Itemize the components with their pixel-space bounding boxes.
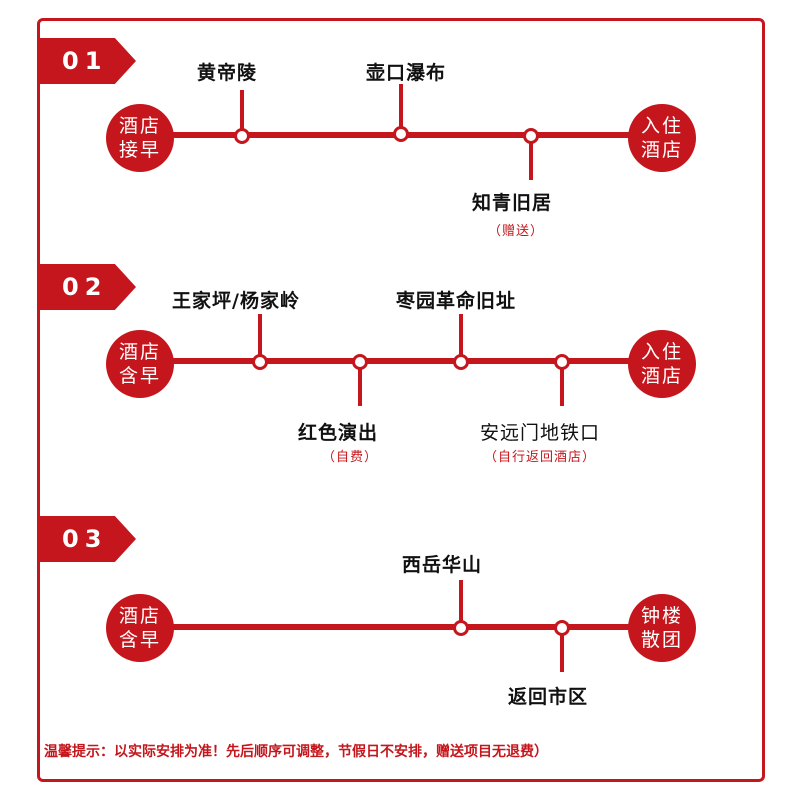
start-node-line1: 酒店 (118, 115, 161, 137)
stop-dot (393, 126, 409, 142)
stop-note: （赠送） (488, 224, 545, 239)
route-tag: 03 (40, 516, 136, 562)
stop-dot (234, 128, 250, 144)
stop-note: （自行返回酒店） (484, 450, 597, 465)
start-node-line1: 酒店 (118, 605, 161, 627)
stop-dot (554, 354, 570, 370)
stop-label-bottom: 红色演出 (298, 422, 379, 444)
stop-stem (459, 580, 463, 624)
route-tag: 01 (40, 38, 136, 84)
stop-stem (399, 84, 403, 132)
stop-dot (554, 620, 570, 636)
stop-stem (529, 136, 533, 180)
end-node-line1: 入住 (640, 115, 683, 137)
stop-stem (459, 314, 463, 358)
end-node-line1: 入住 (640, 341, 683, 363)
end-node: 入住 酒店 (628, 330, 696, 398)
stop-note: （自费） (322, 450, 379, 465)
stop-label-top: 西岳华山 (402, 554, 483, 576)
route-line (140, 624, 660, 630)
start-node-line2: 含早 (118, 365, 161, 387)
stop-stem (258, 314, 262, 358)
route-line (140, 358, 660, 364)
start-node: 酒店 接早 (106, 104, 174, 172)
stop-label-bottom: 知青旧居 (472, 192, 553, 214)
start-node: 酒店 含早 (106, 594, 174, 662)
stop-label-bottom: 安远门地铁口 (480, 422, 601, 444)
start-node-line2: 含早 (118, 629, 161, 651)
stop-stem (358, 364, 362, 406)
stop-stem (560, 630, 564, 672)
stop-stem (240, 90, 244, 134)
start-node: 酒店 含早 (106, 330, 174, 398)
end-node-line2: 酒店 (640, 365, 683, 387)
end-node: 钟楼 散团 (628, 594, 696, 662)
start-node-line1: 酒店 (118, 341, 161, 363)
stop-stem (560, 364, 564, 406)
stop-dot (453, 354, 469, 370)
stop-label-top: 黄帝陵 (197, 62, 258, 84)
route-tag: 02 (40, 264, 136, 310)
stop-dot (523, 128, 539, 144)
stop-label-top: 枣园革命旧址 (396, 290, 517, 312)
warm-tip: 温馨提示：以实际安排为准！先后顺序可调整，节假日不安排，赠送项目无退费） (44, 744, 548, 760)
start-node-line2: 接早 (118, 139, 161, 161)
end-node-line2: 散团 (640, 629, 683, 651)
stop-dot (453, 620, 469, 636)
outer-frame (37, 18, 765, 782)
stop-label-top: 王家坪/杨家岭 (172, 290, 300, 312)
stop-dot (352, 354, 368, 370)
end-node-line1: 钟楼 (640, 605, 683, 627)
end-node: 入住 酒店 (628, 104, 696, 172)
stop-label-top: 壶口瀑布 (366, 62, 447, 84)
stop-dot (252, 354, 268, 370)
stop-label-bottom: 返回市区 (508, 686, 589, 708)
end-node-line2: 酒店 (640, 139, 683, 161)
